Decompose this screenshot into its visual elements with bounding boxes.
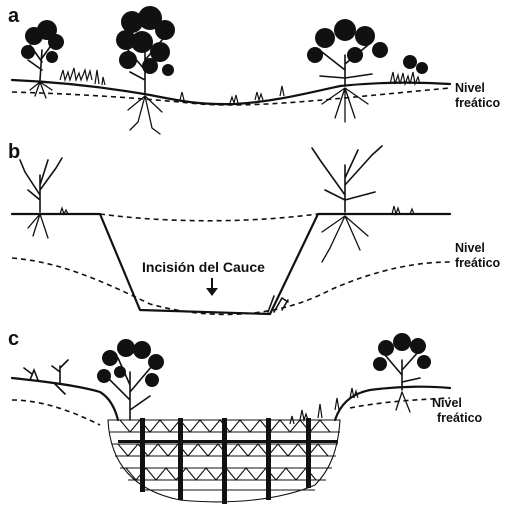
panel-c-water-table-line <box>12 398 450 425</box>
panel-b-letter: b <box>8 141 20 163</box>
panel-a-label-nivel: Nivel <box>455 81 485 95</box>
panel-a-shrub-right <box>307 19 388 122</box>
panel-b-tree-left <box>20 158 62 238</box>
panel-b-incision-label: Incisión del Cauce <box>142 259 265 275</box>
panel-a-bush-far-right <box>403 55 417 69</box>
panel-a-grass-left <box>60 68 92 80</box>
panel-c-shrub-left <box>97 339 164 420</box>
panel-b: b Incisión del Cauce Nivel freático <box>8 141 501 314</box>
panel-a-letter: a <box>8 5 20 27</box>
panel-b-former-surface <box>100 214 318 221</box>
panel-b-label-freatico: freático <box>455 256 501 270</box>
panel-a-shrub-left <box>21 20 64 98</box>
panel-a-tree-center <box>116 6 175 134</box>
panel-a-water-table-line <box>12 88 450 105</box>
panel-a-label-freatico: freático <box>455 96 501 110</box>
panel-b-label-nivel: Nivel <box>455 241 485 255</box>
panel-c-gabion-structure <box>108 418 340 504</box>
panel-c-letter: c <box>8 328 19 350</box>
panel-b-tree-right <box>312 146 382 262</box>
panel-c-plants-left <box>24 360 68 394</box>
panel-c-label-nivel: Nivel <box>432 396 462 410</box>
panel-c: c <box>8 328 483 504</box>
panel-c-label-freatico: freático <box>437 411 483 425</box>
panel-a-grass-right <box>390 72 420 84</box>
panel-a: a <box>8 5 501 134</box>
panel-b-grass-right <box>392 206 414 214</box>
panel-c-grass-slope <box>290 388 358 424</box>
panel-c-ground-line <box>12 378 450 420</box>
